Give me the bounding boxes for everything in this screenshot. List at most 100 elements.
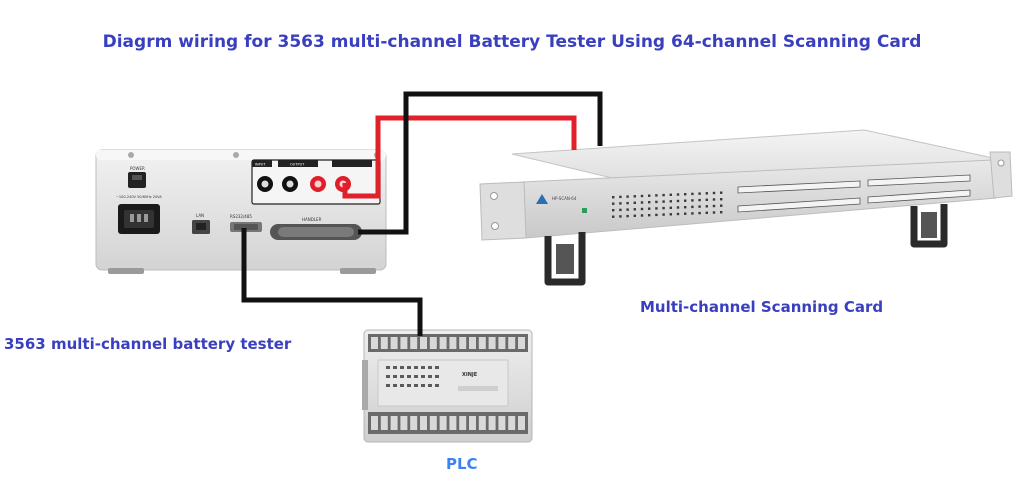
channel-led-grid	[612, 191, 723, 218]
output-label: OUTPUT	[290, 163, 305, 167]
channel-led	[684, 199, 687, 202]
plc-led	[400, 366, 404, 369]
black-wire-plc	[241, 228, 423, 336]
channel-led	[712, 198, 716, 201]
plc-led	[428, 366, 432, 369]
plc-led	[386, 366, 390, 369]
connector-rail-bottom-right	[867, 189, 971, 204]
tester-label: 3563 multi-channel battery tester	[4, 335, 292, 353]
rs232-label: RS232/485	[230, 214, 252, 219]
channel-led	[669, 206, 672, 209]
channel-led	[640, 194, 644, 198]
connector-rail-bottom-left	[737, 197, 861, 213]
plc-terminal	[410, 416, 418, 430]
channel-led	[612, 202, 615, 205]
channel-led	[691, 205, 694, 209]
plc-led	[421, 366, 425, 369]
channel-led	[676, 206, 680, 209]
channel-led	[705, 198, 708, 201]
channel-led	[633, 208, 636, 211]
plc-terminal	[371, 337, 378, 349]
handler-label: HANDLER	[302, 217, 322, 222]
channel-led	[691, 192, 694, 196]
diagram-title: Diagrm wiring for 3563 multi-channel Bat…	[102, 32, 922, 52]
channel-led	[684, 206, 687, 209]
plc-terminal	[439, 337, 447, 349]
plc-terminal	[380, 416, 388, 430]
scanning-card-label: Multi-channel Scanning Card	[640, 298, 884, 316]
plc-terminal	[459, 337, 467, 349]
plc-led	[421, 375, 425, 378]
scanning-card-device: HP-SCAN-64	[479, 129, 1013, 286]
channel-led	[720, 211, 723, 214]
channel-led	[640, 201, 644, 204]
channel-led	[720, 204, 723, 207]
plc-device: XINJE	[362, 329, 533, 443]
plc-led	[414, 384, 418, 387]
channel-led	[698, 198, 701, 202]
plc-terminal	[518, 337, 525, 349]
channel-led	[662, 206, 665, 210]
plc-led	[414, 375, 418, 378]
plc-terminal	[498, 416, 506, 430]
channel-led	[720, 191, 723, 194]
channel-led	[648, 201, 651, 204]
terminal-block: INPUT OUTPUT	[251, 159, 381, 205]
channel-led	[691, 199, 694, 202]
channel-led	[626, 208, 629, 211]
plc-terminal	[371, 416, 378, 430]
channel-led	[640, 214, 644, 217]
power-socket	[118, 204, 160, 234]
channel-led	[626, 201, 629, 205]
channel-led	[640, 207, 644, 211]
plc-terminal	[420, 337, 427, 349]
lan-port	[192, 220, 210, 234]
connector-rail-top-right	[867, 174, 971, 187]
channel-led	[612, 215, 615, 218]
plc-terminal	[400, 416, 408, 430]
channel-led	[633, 214, 636, 217]
channel-led	[648, 207, 651, 210]
plc-io-leds	[386, 366, 439, 387]
channel-led	[684, 193, 687, 196]
plc-led	[393, 384, 397, 387]
stand-leg-left	[544, 232, 586, 286]
channel-led	[648, 194, 651, 197]
plc-led	[393, 366, 397, 369]
plc-led	[407, 384, 411, 387]
plc-terminal	[429, 416, 437, 430]
plc-led	[407, 375, 411, 378]
plc-terminal	[478, 416, 486, 430]
plc-terminal	[410, 337, 418, 349]
plc-terminal	[390, 416, 398, 430]
channel-led	[676, 212, 680, 216]
channel-led	[705, 211, 708, 214]
scanner-model-label: HP-SCAN-64	[552, 196, 577, 201]
power-switch	[128, 172, 146, 188]
channel-led	[633, 195, 636, 198]
terminal-black-1	[257, 176, 273, 192]
handler-port	[270, 224, 362, 240]
channel-led	[698, 192, 701, 195]
channel-led	[662, 213, 665, 216]
voltage-rating-label: ~100-240V 50/60Hz 20VA	[116, 195, 162, 199]
plc-bottom-terminals	[371, 416, 525, 430]
channel-led	[655, 207, 658, 210]
plc-led	[428, 384, 432, 387]
channel-led	[612, 209, 615, 212]
plc-led	[393, 375, 397, 378]
channel-led	[676, 193, 680, 196]
channel-led	[655, 194, 658, 197]
plc-brand-label: XINJE	[462, 372, 478, 378]
channel-led	[655, 200, 658, 204]
plc-terminal	[478, 337, 486, 349]
channel-led	[662, 200, 665, 203]
plc-terminal	[518, 416, 525, 430]
battery-tester-device: POWER ~100-240V 50/60Hz 20VA LAN RS232/4…	[95, 149, 387, 274]
connector-rail-top-left	[737, 180, 861, 194]
plc-led	[386, 384, 390, 387]
plc-terminal	[498, 337, 506, 349]
channel-led	[648, 214, 651, 217]
plc-terminal	[420, 416, 427, 430]
